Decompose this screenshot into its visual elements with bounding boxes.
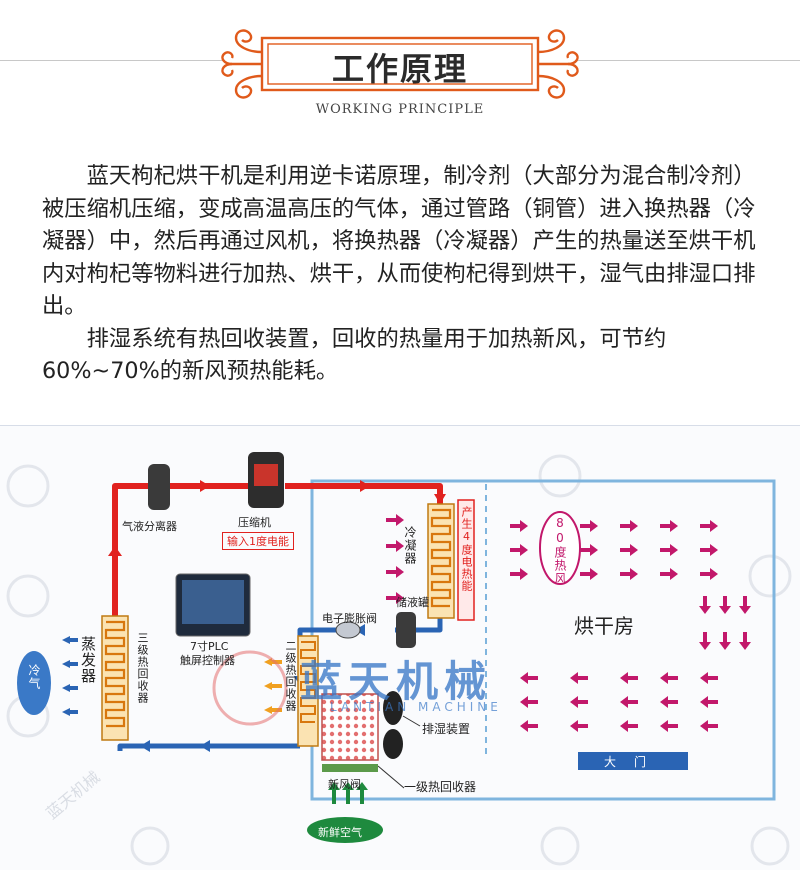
header-ornament (221, 29, 579, 99)
hot-air-arrows (386, 514, 751, 732)
cold-air-arrows (62, 636, 78, 716)
intro-paragraph-1: 蓝天枸杞烘干机是利用逆卡诺原理，制冷剂（大部分为混合制冷剂）被压缩机压缩，变成高… (42, 163, 756, 319)
page-subtitle: WORKING PRINCIPLE (315, 102, 485, 117)
receiver-tank (396, 612, 416, 648)
cold-pipe-arrows (140, 624, 365, 752)
hot-air-badge (539, 511, 581, 585)
hot-pipe-arrows (108, 480, 446, 556)
drying-room-label: 烘干房 (574, 614, 634, 638)
door-bar (578, 752, 688, 770)
plc-label-2: 触屏控制器 (180, 654, 235, 667)
cold-air-badge (17, 651, 51, 715)
watermark-logos (6, 454, 792, 866)
brand-logo (212, 650, 288, 726)
working-principle-diagram: 气液分离器 压缩机 输入1度电能 冷凝器 产生4度电热能 储液罐 电子膨胀阀 7… (0, 425, 800, 870)
evaporator-coil (104, 620, 126, 728)
recovery3-label: 三级热回收器 (136, 632, 149, 704)
fresh-air-arrows (328, 782, 368, 804)
recovery1-block (321, 693, 379, 761)
compressor-label: 压缩机 (238, 516, 271, 529)
intro-paragraph-2: 排湿系统有热回收装置，回收的热量用于加热新风，可节约60%~70%的新风预热能耗… (42, 325, 667, 385)
page-title: 工作原理 (331, 50, 468, 88)
expansion-valve-label: 电子膨胀阀 (322, 612, 377, 625)
evaporator-label: 蒸发器 (79, 636, 97, 684)
fresh-air-badge (307, 817, 383, 843)
condenser-label: 冷凝器 (403, 526, 417, 565)
expansion-valve (335, 621, 361, 639)
section-header: 工作原理 WORKING PRINCIPLE (0, 0, 800, 140)
fresh-valve-grill (322, 764, 378, 772)
door-label: 大门 (604, 755, 665, 769)
dehumid-fan-bottom (383, 729, 403, 759)
dehumid-fan-top (383, 691, 403, 725)
receiver-label: 储液罐 (396, 596, 429, 609)
dehumid-label: 排湿装置 (422, 722, 471, 736)
fresh-air-label: 新鲜空气 (318, 826, 362, 839)
separator-label: 气液分离器 (122, 520, 177, 533)
recovery1-label: 一级热回收器 (404, 780, 477, 794)
header-left-rule (0, 60, 225, 61)
condenser-coil (430, 508, 452, 608)
electric-heater (457, 499, 475, 621)
intro-text: 蓝天枸杞烘干机是利用逆卡诺原理，制冷剂（大部分为混合制冷剂）被压缩机压缩，变成高… (42, 160, 762, 388)
brand-name-en: LANTIAN MACHINE (330, 700, 502, 714)
power-in-label: 输入1度电能 (222, 532, 294, 550)
diagram-graphics (6, 452, 792, 866)
brand-name: 蓝天机械 (300, 657, 493, 706)
heat-out-label: 产生4度电热能 (460, 506, 473, 592)
header-right-rule (575, 60, 800, 61)
fresh-valve-label: 新风阀 (328, 778, 361, 791)
plc-label-1: 7寸PLC (190, 640, 229, 653)
separator-tank (148, 464, 170, 510)
recovery2-label: 二级热回收器 (284, 640, 297, 712)
recovery2-coil (300, 641, 316, 723)
hot-air-label: 80度热风 (553, 516, 567, 585)
cold-air-label: 冷气 (27, 664, 41, 690)
